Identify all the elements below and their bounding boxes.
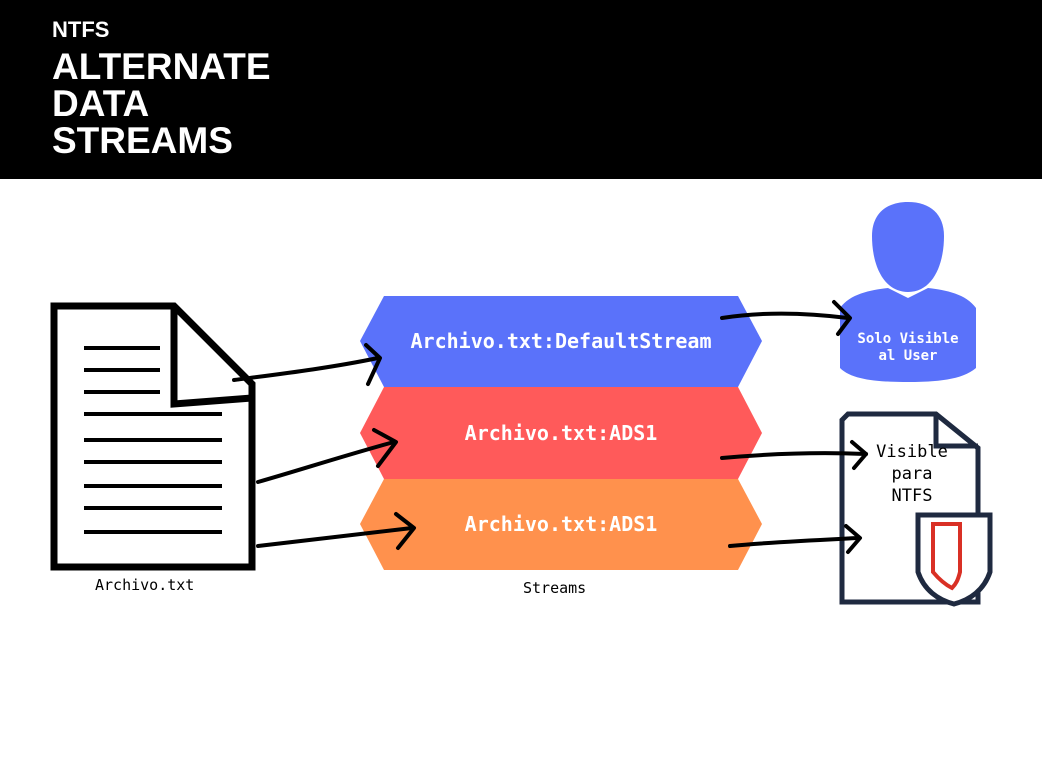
file-caption: Archivo.txt (95, 576, 195, 594)
shield-document-icon (839, 411, 993, 607)
ntfs-label: Visible para NTFS (850, 441, 974, 507)
stream-ads1-orange-shape (360, 479, 762, 570)
stream-ads1-red-shape (360, 387, 762, 479)
arrow-ads1-orange-to-ntfs-head (844, 524, 862, 554)
arrow-file-to-default-head (364, 343, 382, 386)
header-title: ALTERNATE DATA STREAMS (52, 48, 271, 159)
arrow-ads1-red-to-ntfs (720, 451, 868, 460)
arrow-default-to-user-head (832, 300, 852, 336)
arrow-file-to-ads1-orange-head (394, 512, 416, 550)
user-label-line-2: al User (878, 348, 938, 364)
arrow-default-to-user (720, 311, 850, 320)
stream-ads1-orange-label: Archivo.txt:ADS1 (464, 512, 658, 536)
user-label-line-1: Solo Visible (857, 331, 959, 347)
ntfs-label-line-3: NTFS (891, 486, 933, 506)
arrow-file-to-ads1-red (256, 440, 396, 484)
header-subtitle: NTFS (52, 17, 110, 42)
arrow-file-to-default (232, 356, 380, 382)
stream-default-shape (360, 296, 762, 387)
header-title-line-1: ALTERNATE (52, 46, 271, 87)
streams-caption: Streams (523, 579, 587, 597)
ntfs-label-line-1: Visible (876, 442, 948, 462)
stream-default-label: Archivo.txt:DefaultStream (410, 329, 712, 353)
arrow-ads1-orange-to-ntfs (728, 536, 860, 548)
stream-ads1-red-label: Archivo.txt:ADS1 (464, 421, 658, 445)
arrow-file-to-ads1-orange (256, 526, 414, 548)
ntfs-label-line-2: para (891, 464, 933, 484)
user-label: Solo Visible al User (840, 331, 976, 365)
arrow-file-to-ads1-red-head (372, 428, 398, 468)
header-banner: NTFS ALTERNATE DATA STREAMS (0, 0, 1042, 179)
arrow-ads1-red-to-ntfs-head (850, 440, 868, 470)
document-icon (50, 302, 256, 571)
header-title-line-2: DATA (52, 83, 150, 124)
user-icon (840, 202, 976, 382)
header-title-line-3: STREAMS (52, 120, 233, 161)
